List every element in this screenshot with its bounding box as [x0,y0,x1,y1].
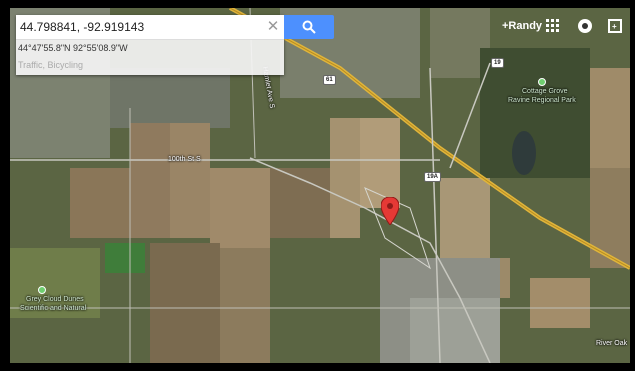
user-profile-link[interactable]: +Randy [502,20,543,32]
search-icon [302,20,316,34]
search-button[interactable] [284,15,334,39]
place-label-river-oaks: River Oak [596,340,628,347]
search-row: ✕ [16,15,284,40]
map-canvas[interactable]: 100th St S Hamlet Ave S Cottage Grove Ra… [10,8,630,363]
close-icon[interactable]: ✕ [266,18,280,35]
highway-shield-19a: 19A [424,172,442,182]
share-icon[interactable]: + [608,19,622,33]
search-input[interactable] [20,18,260,36]
park-icon[interactable] [538,78,546,86]
grid-icon[interactable] [546,19,560,33]
street-label-100th: 100th St S [168,156,201,163]
map-pin-icon[interactable] [380,196,400,226]
park-label-grey-cloud-1: Grey Cloud Dunes [26,296,84,303]
highway-shield-61: 61 [323,75,336,85]
coordinates-readout: 44°47'55.8"N 92°55'08.9"W [18,43,128,53]
park-label-grey-cloud-2: Scientific and Natural [20,305,87,312]
park-label-cottage-grove-1: Cottage Grove [522,88,568,95]
park-icon[interactable] [38,286,46,294]
search-panel: ✕ 44°47'55.8"N 92°55'08.9"W Traffic, Bic… [16,15,284,75]
park-label-cottage-grove-2: Ravine Regional Park [508,97,576,104]
bell-icon[interactable] [578,19,592,33]
layers-readout[interactable]: Traffic, Bicycling [18,60,84,70]
highway-shield-19: 19 [491,58,504,68]
